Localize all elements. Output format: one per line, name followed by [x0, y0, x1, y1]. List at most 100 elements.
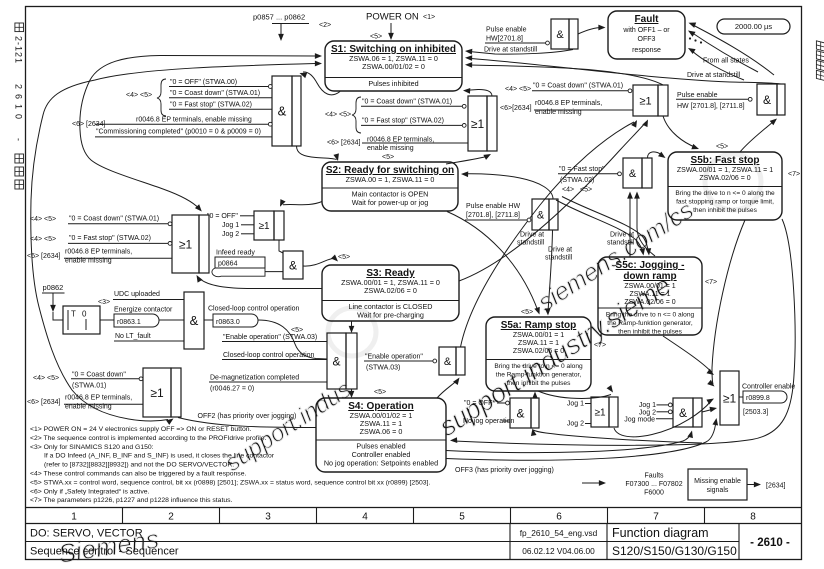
svg-text:<6>[2634]: <6>[2634]: [500, 105, 532, 112]
svg-text:Function diagram: Function diagram: [612, 526, 709, 540]
svg-text:Pulses inhibited: Pulses inhibited: [368, 79, 418, 88]
svg-text:Jog 1: Jog 1: [222, 222, 239, 229]
svg-text:<3>: <3>: [98, 299, 110, 306]
svg-text:standstill: standstill: [517, 240, 545, 247]
svg-text:r0863.1: r0863.1: [117, 319, 141, 326]
svg-text:1: 1: [71, 512, 77, 523]
svg-text:From all states: From all states: [703, 58, 749, 65]
svg-text:≥1: ≥1: [471, 117, 485, 131]
svg-text:"0 = Coast down" (STWA.01): "0 = Coast down" (STWA.01): [533, 83, 623, 90]
svg-text:<5>: <5>: [382, 154, 394, 161]
svg-text:<4> <5>: <4> <5>: [30, 216, 56, 223]
svg-text:HW [2701.8], [2711.8]: HW [2701.8], [2711.8]: [677, 103, 745, 110]
svg-text:≥1: ≥1: [594, 408, 605, 419]
svg-text:Bring the drive to n <= 0 alon: Bring the drive to n <= 0 along the: [675, 190, 775, 197]
svg-text:<3> Only for SINAMICS S120 and: <3> Only for SINAMICS S120 and G150:: [30, 444, 154, 451]
svg-text:then inhibit the pulses: then inhibit the pulses: [693, 207, 757, 214]
svg-text:"Commissioning completed" (p00: "Commissioning completed" (p0010 = 0 & p…: [96, 129, 261, 136]
svg-text:5: 5: [459, 512, 465, 523]
svg-text:<4> These control commands can: <4> These control commands can also be t…: [30, 471, 246, 478]
svg-text:≥1: ≥1: [723, 391, 737, 405]
svg-text:r0863.0: r0863.0: [216, 319, 240, 326]
svg-text:Faults: Faults: [644, 473, 664, 480]
svg-text:4: 4: [362, 512, 368, 523]
svg-text:De-magnetization completed: De-magnetization completed: [210, 375, 299, 382]
svg-text:r0046.8 EP terminals,: r0046.8 EP terminals,: [65, 249, 132, 256]
svg-text:≥1: ≥1: [150, 386, 164, 400]
svg-text:POWER ON: POWER ON: [366, 12, 419, 23]
svg-text:ZSWA.00/01/02 = 0: ZSWA.00/01/02 = 0: [362, 62, 425, 71]
svg-text:Bring the drive to n <= 0 alon: Bring the drive to n <= 0 along: [606, 312, 695, 319]
svg-text:"0 = OFF": "0 = OFF": [207, 213, 238, 220]
svg-text:<5>: <5>: [716, 144, 728, 151]
svg-text:Jog 2: Jog 2: [639, 409, 656, 416]
svg-text:<5>: <5>: [374, 389, 386, 396]
svg-text:If a DO Infeed (A_INF, B_INF a: If a DO Infeed (A_INF, B_INF and S_INF) …: [44, 453, 275, 460]
svg-text:Drive at: Drive at: [610, 232, 634, 239]
svg-text:Jog 2: Jog 2: [222, 231, 239, 238]
svg-text:<6> [2634]: <6> [2634]: [327, 140, 361, 147]
svg-text:enable missing: enable missing: [65, 258, 112, 265]
svg-text:&: &: [190, 313, 199, 328]
svg-text:06.02.12 V04.06.00: 06.02.12 V04.06.00: [522, 546, 595, 556]
svg-text:<6> [2634]: <6> [2634]: [27, 253, 61, 260]
svg-text:ZSWA.00/01/02 = 1: ZSWA.00/01/02 = 1: [350, 411, 413, 420]
svg-text:<5>: <5>: [291, 327, 303, 334]
svg-text:<6> Only if „Safety Integrated: <6> Only if „Safety Integrated“ is activ…: [30, 488, 149, 495]
svg-text:<4> <5>: <4> <5>: [33, 375, 59, 382]
svg-text:<7>: <7>: [788, 171, 800, 178]
svg-text:<4>: <4>: [562, 187, 574, 194]
svg-text:[2503.3]: [2503.3]: [743, 409, 768, 416]
svg-text:2610: 2610: [14, 84, 24, 124]
svg-text:"0 = Fast stop": "0 = Fast stop": [559, 166, 605, 173]
svg-text:Pulses enabled: Pulses enabled: [356, 442, 405, 451]
svg-text:&: &: [537, 209, 545, 221]
svg-text:(r0046.27 = 0): (r0046.27 = 0): [210, 386, 254, 393]
svg-text:response: response: [632, 47, 661, 54]
svg-text:(refer to [8732][8832][8932]): (refer to [8732][8832][8932]) and not th…: [44, 462, 234, 469]
svg-text:Jog 2: Jog 2: [567, 421, 584, 428]
svg-text:ZSWA.02/06 = 0: ZSWA.02/06 = 0: [624, 299, 675, 306]
svg-text:Jog 1: Jog 1: [567, 401, 584, 408]
svg-text:2: 2: [168, 512, 174, 523]
svg-text:ZSWA.11 = 1: ZSWA.11 = 1: [360, 419, 402, 428]
svg-text:ZSWA.02/06 = 0: ZSWA.02/06 = 0: [699, 175, 750, 182]
svg-text:Energize contactor: Energize contactor: [114, 307, 173, 314]
svg-text:p0857 ... p0862: p0857 ... p0862: [253, 13, 305, 22]
svg-text:F6000: F6000: [644, 490, 664, 497]
svg-text:ZSWA.02/06 = 0: ZSWA.02/06 = 0: [513, 348, 564, 355]
svg-text:enable missing: enable missing: [65, 404, 112, 411]
svg-text:down ramp: down ramp: [623, 271, 676, 282]
svg-text:ZSWA.00/01 = 1, ZSWA.11 = 1: ZSWA.00/01 = 1, ZSWA.11 = 1: [677, 167, 773, 174]
svg-text:r0046.8 EP terminals,: r0046.8 EP terminals,: [535, 100, 602, 107]
svg-text:&: &: [278, 104, 287, 119]
svg-text:<5>: <5>: [370, 34, 382, 41]
svg-text:the Ramp-funktion generator,: the Ramp-funktion generator,: [607, 320, 693, 327]
svg-text:UDC uploaded: UDC uploaded: [114, 291, 160, 298]
svg-text:<4> <5>: <4> <5>: [30, 236, 56, 243]
svg-text:ZSWA.00 = 1, ZSWA.11 = 0: ZSWA.00 = 1, ZSWA.11 = 0: [346, 175, 435, 184]
svg-text:≥1: ≥1: [179, 237, 193, 251]
svg-text:S3: Ready: S3: Ready: [366, 268, 415, 279]
svg-text:then inhibit the pulses: then inhibit the pulses: [618, 329, 682, 336]
svg-text:Pulse enable HW: Pulse enable HW: [466, 203, 520, 210]
svg-text:8: 8: [750, 512, 756, 523]
svg-text:"0 = OFF*": "0 = OFF*": [464, 400, 498, 407]
svg-text:Closed-loop control operation: Closed-loop control operation: [208, 306, 300, 313]
svg-text:"Enable operation": "Enable operation": [365, 354, 423, 361]
svg-text:Pulse enable: Pulse enable: [486, 27, 527, 34]
svg-text:(STWA.01): (STWA.01): [72, 383, 106, 390]
svg-text:S4: Operation: S4: Operation: [348, 401, 414, 412]
svg-text:r0899.8: r0899.8: [746, 395, 770, 402]
svg-text:S5c: Jogging -: S5c: Jogging -: [616, 260, 685, 271]
svg-text:S120/S150/G130/G150: S120/S150/G130/G150: [612, 544, 737, 558]
svg-text:"0 = Fast stop" (STWA.02): "0 = Fast stop" (STWA.02): [69, 235, 151, 242]
svg-text:Missing enable: Missing enable: [694, 478, 741, 485]
svg-text:Wait for power-up or jog: Wait for power-up or jog: [352, 198, 428, 207]
svg-text:<5>: <5>: [338, 254, 350, 261]
svg-text:"0 = OFF" (STWA.00): "0 = OFF" (STWA.00): [170, 79, 237, 86]
svg-text:OFF3 (has priority over joggin: OFF3 (has priority over jogging): [455, 467, 554, 474]
svg-text:<4> <5>: <4> <5>: [505, 86, 531, 93]
svg-text:"0 = Coast down": "0 = Coast down": [72, 372, 126, 379]
svg-text:&: &: [289, 258, 297, 272]
